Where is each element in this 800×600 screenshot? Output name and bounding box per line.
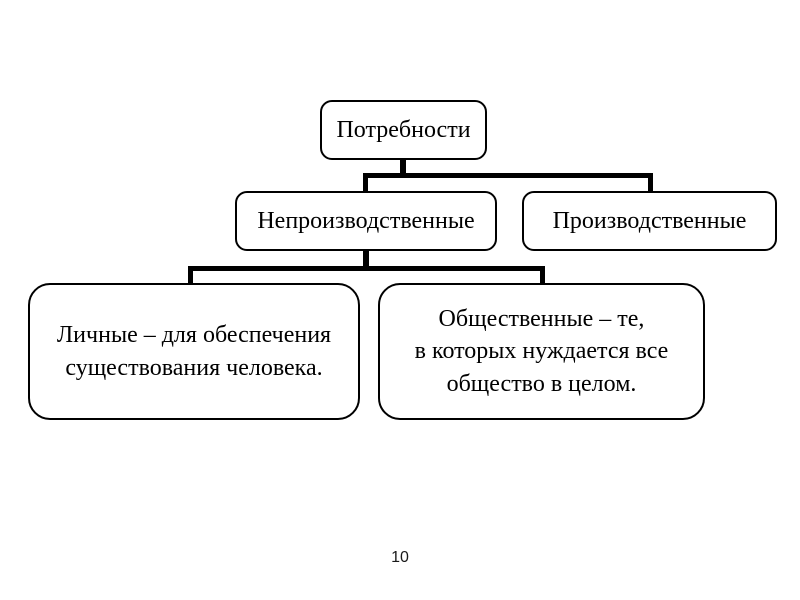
node-personal: Личные – для обеспечения существования ч…	[28, 283, 360, 420]
connector-drop-personal	[188, 266, 193, 285]
node-non-production: Непроизводственные	[235, 191, 497, 251]
connector-drop-social	[540, 266, 545, 285]
connector-level2-bar	[188, 266, 545, 271]
node-needs: Потребности	[320, 100, 487, 160]
connector-root-stub	[400, 157, 406, 176]
connector-non-production-stub	[363, 249, 369, 269]
connector-drop-production	[648, 173, 653, 193]
page-number: 10	[391, 549, 409, 566]
node-non-production-label: Непроизводственные	[257, 207, 475, 234]
node-social: Общественные – те, в которых нуждается в…	[378, 283, 705, 420]
node-needs-label: Потребности	[336, 116, 471, 143]
connector-level1-bar	[363, 173, 653, 178]
node-production-label: Производственные	[552, 207, 747, 234]
connector-drop-non-production	[363, 173, 368, 193]
node-production: Производственные	[522, 191, 777, 251]
node-personal-label: Личные – для обеспечения существования ч…	[56, 322, 332, 381]
node-social-label: Общественные – те, в которых нуждается в…	[414, 305, 669, 397]
